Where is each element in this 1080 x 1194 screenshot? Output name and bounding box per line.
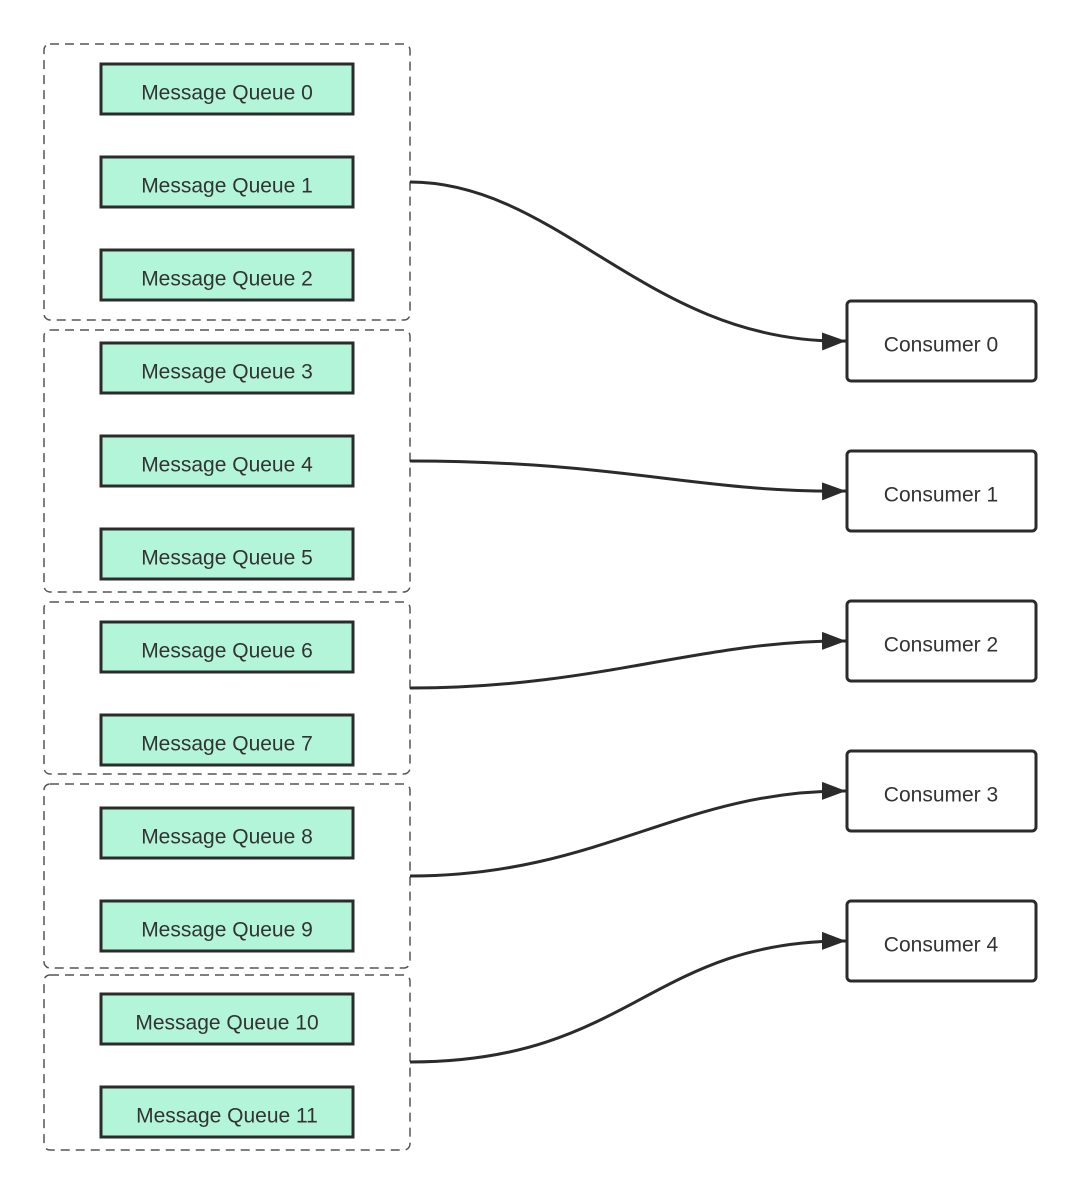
queue-box-0[interactable]: Message Queue 0	[99, 62, 355, 116]
group-containers	[43, 43, 411, 1151]
queue-box-5[interactable]: Message Queue 5	[99, 527, 355, 581]
queue-label-11: Message Queue 11	[136, 1105, 318, 1128]
queue-label-6: Message Queue 6	[141, 640, 313, 663]
connector-group-2-to-consumer-2	[409, 631, 847, 690]
queue-box-2[interactable]: Message Queue 2	[99, 248, 355, 302]
consumer-label-3: Consumer 3	[884, 784, 998, 807]
queue-box-1[interactable]: Message Queue 1	[99, 155, 355, 209]
queue-label-3: Message Queue 3	[141, 361, 313, 384]
queue-box-3[interactable]: Message Queue 3	[99, 341, 355, 395]
consumer-box-3[interactable]: Consumer 3	[845, 749, 1038, 833]
queue-box-7[interactable]: Message Queue 7	[99, 713, 355, 767]
consumer-list: Consumer 0 Consumer 1 Consumer 2 Consume…	[845, 299, 1038, 983]
queue-group-4	[43, 974, 411, 1151]
queue-label-2: Message Queue 2	[141, 268, 313, 291]
connector-group-0-to-consumer-0	[409, 180, 847, 351]
consumer-box-0[interactable]: Consumer 0	[845, 299, 1038, 383]
queue-label-4: Message Queue 4	[141, 454, 313, 477]
queue-box-10[interactable]: Message Queue 10	[99, 992, 355, 1046]
queue-label-10: Message Queue 10	[135, 1012, 318, 1035]
queue-box-9[interactable]: Message Queue 9	[99, 899, 355, 953]
queue-box-11[interactable]: Message Queue 11	[99, 1085, 355, 1139]
connector-list	[409, 180, 847, 1064]
connector-group-1-to-consumer-1	[409, 459, 847, 501]
queue-box-6[interactable]: Message Queue 6	[99, 620, 355, 674]
queue-label-7: Message Queue 7	[141, 733, 313, 756]
consumer-label-0: Consumer 0	[884, 334, 998, 357]
queue-label-9: Message Queue 9	[141, 919, 313, 942]
connector-group-4-to-consumer-4	[409, 931, 847, 1064]
queue-box-8[interactable]: Message Queue 8	[99, 806, 355, 860]
consumer-box-1[interactable]: Consumer 1	[845, 449, 1038, 533]
consumer-label-4: Consumer 4	[884, 934, 999, 957]
queue-box-4[interactable]: Message Queue 4	[99, 434, 355, 488]
queue-list: Message Queue 0 Message Queue 1 Message …	[99, 62, 355, 1139]
queue-label-5: Message Queue 5	[141, 547, 313, 570]
consumer-box-4[interactable]: Consumer 4	[845, 899, 1038, 983]
queue-group-3	[43, 783, 411, 969]
consumer-label-1: Consumer 1	[884, 484, 998, 507]
consumer-box-2[interactable]: Consumer 2	[845, 599, 1038, 683]
consumer-label-2: Consumer 2	[884, 634, 998, 657]
queue-label-0: Message Queue 0	[141, 82, 313, 105]
connector-group-3-to-consumer-3	[409, 781, 847, 878]
queue-label-8: Message Queue 8	[141, 826, 313, 849]
queue-label-1: Message Queue 1	[141, 175, 313, 198]
